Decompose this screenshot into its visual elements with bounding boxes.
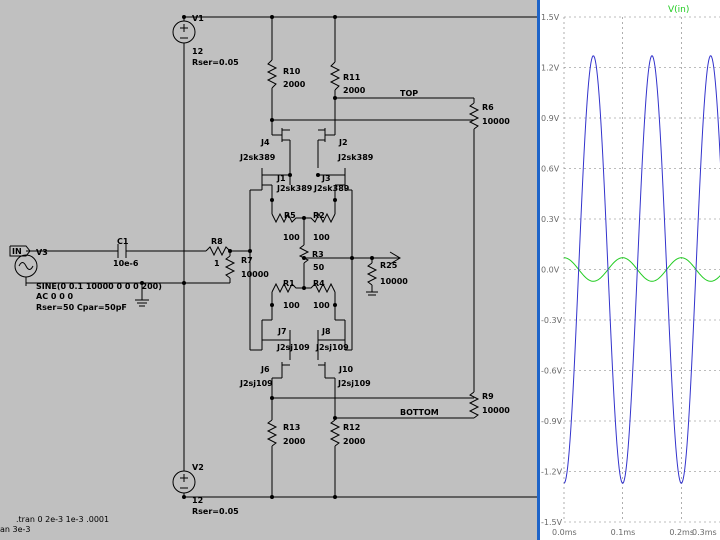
r11-value-label: 2000 — [343, 86, 366, 95]
series-line-vin — [563, 257, 720, 282]
x-tick-label: 0.1ms — [611, 528, 636, 537]
x-tick-label: 0.3ms — [692, 528, 717, 537]
schematic-canvas[interactable]: V1 12 Rser=0.05 V2 12 Rser=0.05 IN V3 SI… — [0, 0, 538, 540]
pane-divider[interactable] — [537, 0, 540, 540]
y-axis-ticks: 1.5V 1.2V 0.9V 0.6V 0.3V 0.0V -0.3V -0.6V -0.9V -… — [541, 13, 563, 527]
v3-ac-label: AC 0 0 0 — [36, 292, 74, 301]
x-tick-label: 0.2ms — [669, 528, 694, 537]
r1-name-label: R1 — [283, 279, 295, 288]
j2-model-label: J2sk389 — [337, 153, 374, 162]
v3-name-label: V3 — [36, 248, 48, 257]
r12-name-label: R12 — [343, 423, 360, 432]
partial-directive[interactable]: an 3e-3 — [0, 525, 31, 534]
r2-value-label: 100 — [313, 233, 330, 242]
v1-rser-label: Rser=0.05 — [192, 58, 239, 67]
r8-name-label: R8 — [211, 237, 223, 246]
j6-name-label: J6 — [260, 365, 270, 374]
y-tick-label: -0.3V — [541, 316, 563, 325]
r2-name-label: R2 — [313, 211, 325, 220]
r8-value-label: 1 — [214, 259, 220, 268]
y-tick-label: 0.3V — [541, 215, 560, 224]
v1-name-label: V1 — [192, 14, 204, 23]
v2-rser-label: Rser=0.05 — [192, 507, 239, 516]
y-tick-label: -1.2V — [541, 468, 563, 477]
c1-name-label: C1 — [117, 237, 129, 246]
j6-model-label: J2sj109 — [239, 379, 273, 388]
y-tick-label: 0.9V — [541, 114, 560, 123]
y-tick-label: 0.6V — [541, 165, 560, 174]
v3-sine-label: SINE(0 0.1 10000 0 0 0 200) — [36, 282, 162, 291]
r6-name-label: R6 — [482, 103, 494, 112]
r3-value-label: 50 — [313, 263, 325, 272]
j4-name-label: J4 — [260, 138, 270, 147]
r3-name-label: R3 — [312, 250, 324, 259]
y-tick-label: 1.2V — [541, 64, 560, 73]
j3-name-label: J3 — [321, 174, 331, 183]
r4-name-label: R4 — [313, 279, 325, 288]
y-tick-label: 1.5V — [541, 13, 560, 22]
j2-name-label: J2 — [338, 138, 348, 147]
j8-name-label: J8 — [321, 327, 331, 336]
y-tick-label: -1.5V — [541, 518, 563, 527]
r25-name-label: R25 — [380, 261, 398, 270]
j3-model-label: J2sk389 — [313, 184, 350, 193]
r7-name-label: R7 — [241, 256, 253, 265]
plot-grid — [563, 16, 720, 523]
trace-label-vin[interactable]: V(in) — [668, 5, 689, 15]
r10-name-label: R10 — [283, 67, 301, 76]
y-tick-label: -0.9V — [541, 417, 563, 426]
y-tick-label: -0.6V — [541, 367, 563, 376]
r9-value-label: 10000 — [482, 406, 510, 415]
r13-value-label: 2000 — [283, 437, 306, 446]
net-top-label: TOP — [400, 89, 418, 98]
j4-model-label: J2sk389 — [239, 153, 276, 162]
x-tick-label: 0.0ms — [552, 528, 577, 537]
r9-name-label: R9 — [482, 392, 494, 401]
r6-value-label: 10000 — [482, 117, 510, 126]
j7-name-label: J7 — [277, 327, 287, 336]
j1-model-label: J2sk389 — [276, 184, 313, 193]
j1-name-label: J1 — [276, 174, 286, 183]
j8-model-label: J2sj109 — [315, 343, 349, 352]
r10-value-label: 2000 — [283, 80, 306, 89]
tran-directive[interactable]: .tran 0 2e-3 1e-3 .0001 — [16, 515, 109, 524]
y-tick-label: 0.0V — [541, 266, 560, 275]
plot-traces — [563, 55, 720, 484]
in-port-label[interactable]: IN — [12, 247, 22, 256]
v1-value-label: 12 — [192, 47, 203, 56]
v2-value-label: 12 — [192, 496, 203, 505]
v3-rser-label: Rser=50 Cpar=50pF — [36, 303, 127, 312]
j10-model-label: J2sj109 — [337, 379, 371, 388]
r12-value-label: 2000 — [343, 437, 366, 446]
r25-value-label: 10000 — [380, 277, 408, 286]
j7-model-label: J2sj109 — [276, 343, 310, 352]
r4-value-label: 100 — [313, 301, 330, 310]
waveform-plot-pane[interactable]: 1.5V 1.2V 0.9V 0.6V 0.3V 0.0V -0.3V -0.6V -0.9V -… — [540, 0, 720, 540]
r7-value-label: 10000 — [241, 270, 269, 279]
r1-value-label: 100 — [283, 301, 300, 310]
net-bottom-label: BOTTOM — [400, 408, 439, 417]
series-line-large — [563, 55, 720, 484]
r5-name-label: R5 — [284, 211, 296, 220]
r11-name-label: R11 — [343, 73, 361, 82]
c1-value-label: 10e-6 — [113, 259, 139, 268]
j10-name-label: J10 — [338, 365, 354, 374]
r5-value-label: 100 — [283, 233, 300, 242]
r13-name-label: R13 — [283, 423, 300, 432]
v2-name-label: V2 — [192, 463, 204, 472]
